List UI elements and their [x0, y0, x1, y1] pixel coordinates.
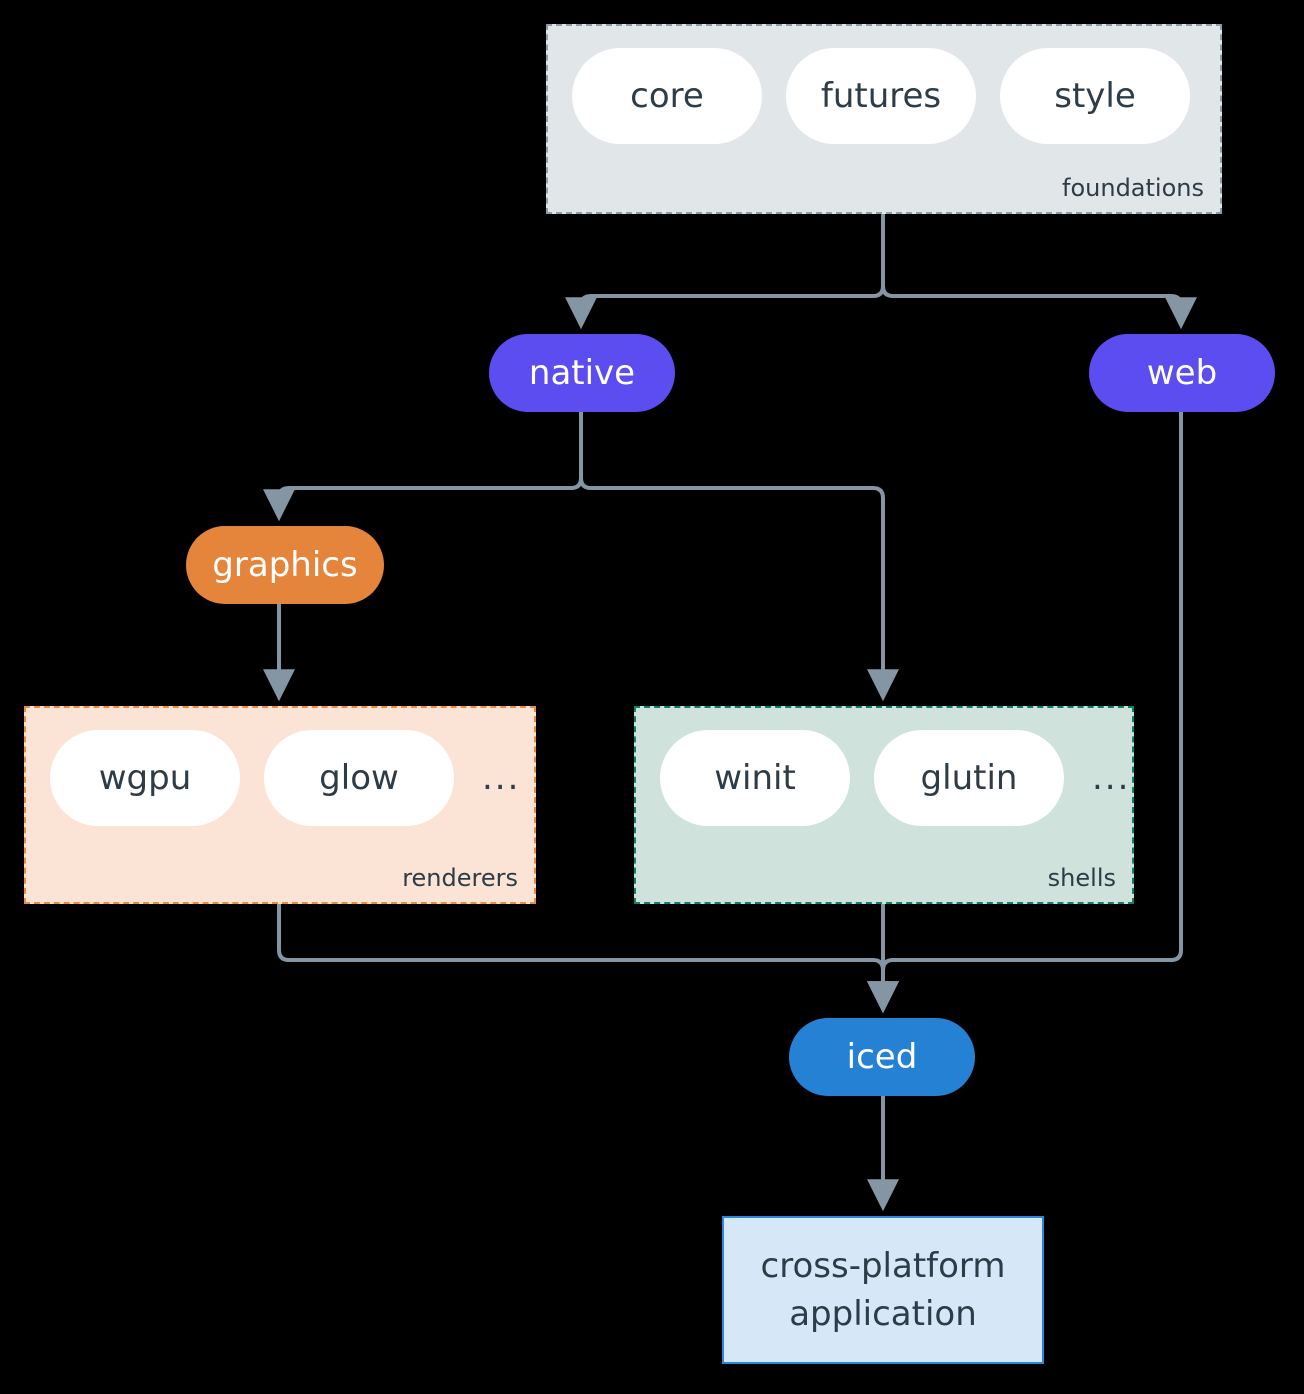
edge-native-shells: [579, 412, 899, 702]
application-label-line1: cross-platform: [760, 1245, 1006, 1286]
pill-glow[interactable]: glow: [264, 730, 454, 826]
node-graphics[interactable]: graphics: [186, 526, 384, 604]
edge-foundations-web: [881, 214, 1197, 330]
pill-wgpu[interactable]: wgpu: [50, 730, 240, 826]
node-iced[interactable]: iced: [789, 1018, 975, 1096]
renderers-group-label: renderers: [402, 864, 518, 892]
application-label-line2: application: [789, 1294, 977, 1334]
shells-group-label: shells: [1047, 864, 1116, 892]
node-cross-platform-application[interactable]: cross-platform application: [722, 1216, 1044, 1364]
pill-futures[interactable]: futures: [786, 48, 976, 144]
group-renderers: wgpu glow ... renderers: [24, 706, 536, 904]
node-web[interactable]: web: [1089, 334, 1275, 412]
shells-items: winit glutin ...: [660, 730, 1130, 826]
edge-renderers-iced: [277, 904, 899, 1014]
group-shells: winit glutin ... shells: [634, 706, 1134, 904]
edge-foundations-native: [565, 214, 885, 330]
pill-core[interactable]: core: [572, 48, 762, 144]
group-foundations: core futures style foundations: [546, 24, 1222, 214]
foundations-items: core futures style: [572, 48, 1190, 144]
shells-ellipsis: ...: [1092, 758, 1131, 798]
renderers-ellipsis: ...: [482, 758, 521, 798]
pill-style[interactable]: style: [1000, 48, 1190, 144]
pill-glutin[interactable]: glutin: [874, 730, 1064, 826]
pill-winit[interactable]: winit: [660, 730, 850, 826]
renderers-items: wgpu glow ...: [50, 730, 520, 826]
node-native[interactable]: native: [489, 334, 675, 412]
foundations-group-label: foundations: [1062, 174, 1204, 202]
edge-native-graphics: [263, 412, 583, 522]
